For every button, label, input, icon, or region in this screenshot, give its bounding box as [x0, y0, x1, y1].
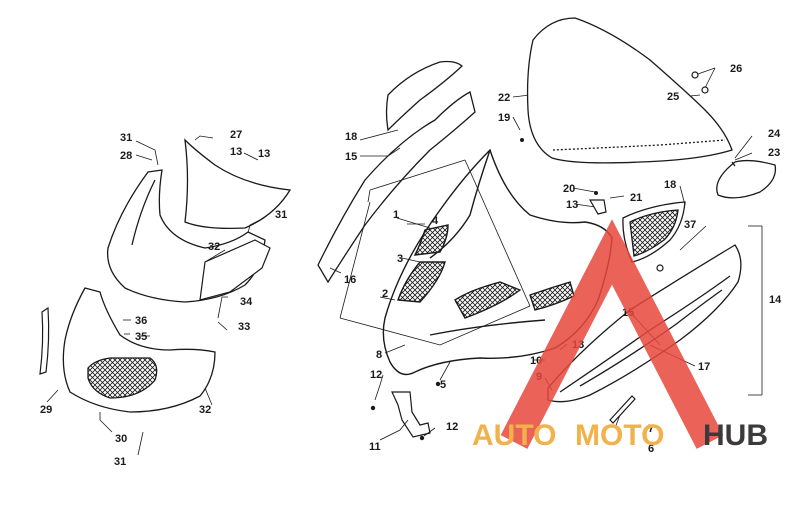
callout-number: 2: [382, 288, 388, 300]
callout-number: 28: [120, 150, 132, 162]
callout-number: 13: [230, 146, 242, 158]
watermark-logo: AUTO MOTO HUB: [472, 219, 768, 452]
callout-number: 16: [344, 274, 356, 286]
watermark-word-auto: AUTO: [472, 419, 556, 452]
callout-number: 8: [376, 349, 382, 361]
callout-number: 29: [40, 404, 52, 416]
callout-number: 6: [648, 443, 654, 455]
mirror-housing: [716, 159, 777, 199]
callout-number: 31: [114, 456, 126, 468]
callout-number: 12: [370, 369, 382, 381]
watermark-word-moto: MOTO: [575, 419, 664, 452]
callout-number: 26: [730, 63, 742, 75]
callout-number: 24: [768, 128, 781, 140]
upper-side-trim: [385, 60, 463, 132]
callout-number: 17: [698, 361, 710, 373]
callout-number: 33: [238, 321, 250, 333]
callout-number: 34: [240, 296, 253, 308]
callout-number: 22: [498, 92, 510, 104]
callout-number: 25: [667, 91, 679, 103]
watermark-triangle: [500, 219, 724, 449]
callout-number: 31: [275, 209, 287, 221]
watermark-word-hub: HUB: [703, 419, 768, 452]
callout-number: 11: [369, 441, 381, 453]
callout-number: 36: [135, 315, 147, 327]
callout-number: 1: [393, 209, 399, 221]
windshield: [526, 17, 733, 164]
hinge-bracket: [391, 391, 431, 438]
callout-number: 23: [768, 147, 780, 159]
callout-number: 27: [230, 129, 242, 141]
callout-number: 32: [199, 404, 211, 416]
callout-number: 7: [648, 423, 654, 435]
side-strip: [39, 306, 50, 375]
callout-number: 20: [563, 183, 575, 195]
callout-number: 21: [630, 192, 642, 204]
main-hood: [382, 148, 613, 376]
inner-bracket: [199, 239, 271, 301]
callout-number: 3: [397, 253, 403, 265]
callout-number: 13: [566, 199, 578, 211]
callout-number: 31: [120, 132, 132, 144]
callout-number: 18: [664, 179, 676, 191]
lower-bolt: [609, 264, 664, 424]
upper-hood-panel: [184, 138, 292, 230]
callout-number: 32: [208, 241, 220, 253]
lower-bumper-pan: [62, 287, 216, 413]
callout-number: 4: [432, 215, 439, 227]
callout-number: 19: [498, 112, 510, 124]
assembly-frame-lines: [339, 159, 763, 396]
hood-trim-strip: [317, 91, 476, 284]
callout-number: 5: [440, 379, 446, 391]
windshield-mount: [588, 71, 709, 215]
callout-number: 15: [345, 151, 357, 163]
callout-number: 18: [345, 131, 357, 143]
side-vent-panel: [622, 201, 686, 263]
callout-number: 30: [115, 433, 127, 445]
callout-number: 12: [446, 421, 458, 433]
callout-number: 14: [769, 294, 782, 306]
callout-number: 37: [684, 219, 696, 231]
left-leaders: [46, 135, 265, 456]
callout-number: 13: [258, 148, 270, 160]
callout-number: 35: [135, 331, 147, 343]
